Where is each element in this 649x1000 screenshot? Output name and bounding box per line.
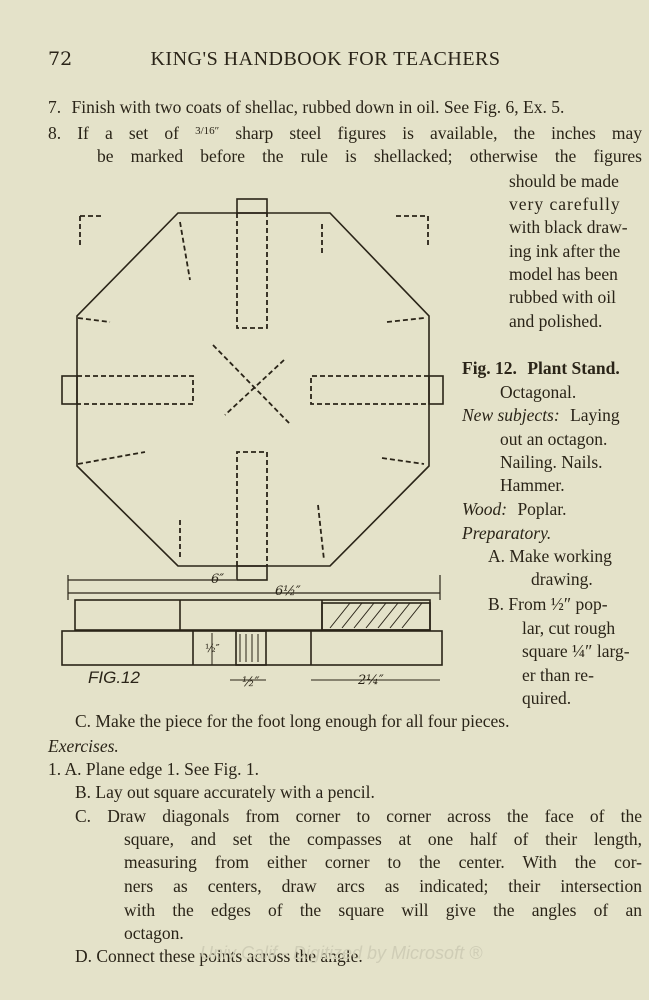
dim-6-half: 6½″ xyxy=(275,584,301,599)
top-cleat-hidden xyxy=(236,213,268,329)
ex-1d: D. Connect these points across the angle… xyxy=(75,946,363,966)
right-tab xyxy=(428,375,444,405)
step-8-line-4: very carefully xyxy=(509,194,621,214)
ex-1c-3: measuring from either corner to the cent… xyxy=(124,852,642,872)
new-subjects-line-3: Nailing. Nails. xyxy=(500,452,603,472)
elevation-cleat-hatched xyxy=(321,602,431,631)
running-title: KING'S HANDBOOK FOR TEACHERS xyxy=(150,48,501,70)
wood: Wood: Poplar. xyxy=(462,499,567,519)
prep-a-1: A. Make working xyxy=(488,546,612,566)
exercises-heading: Exercises. xyxy=(48,736,119,756)
dim-small: ½″ xyxy=(205,642,220,655)
page-number: 72 xyxy=(48,48,73,70)
prep-c: C. Make the piece for the foot long enou… xyxy=(75,711,510,731)
step-8-line-5: with black draw- xyxy=(509,217,628,237)
ex-1c-4: ners as centers, draw arcs as indicated;… xyxy=(124,876,642,896)
step-8: 8. If a set of 3/16″ sharp steel figures… xyxy=(48,123,643,143)
bottom-cleat-hidden xyxy=(236,451,268,566)
step-8-line-8: rubbed with oil xyxy=(509,287,616,307)
ex-1c-1: C. Draw diagonals from corner to corner … xyxy=(75,806,642,826)
new-subjects-line-2: out an octagon. xyxy=(500,429,608,449)
prep-b-2: lar, cut rough xyxy=(522,618,616,638)
fig-caption: Fig. 12. Plant Stand. xyxy=(462,358,620,378)
prep-b-1: B. From ½″ pop- xyxy=(488,594,608,614)
dim-6: 6″ xyxy=(211,572,224,587)
left-tab xyxy=(61,375,78,405)
prep-b-3: square ¼″ larg- xyxy=(522,641,630,661)
ex-1c-6: octagon. xyxy=(124,923,184,943)
prep-a-2: drawing. xyxy=(531,569,593,589)
ex-1c-5: with the edges of the square will give t… xyxy=(124,900,642,920)
ex-1a: 1. A. Plane edge 1. See Fig. 1. xyxy=(48,759,259,779)
dim-bottom-2quarter: 2¼″ xyxy=(357,673,384,688)
arc-top-right xyxy=(396,215,429,246)
left-cleat-hidden xyxy=(77,375,194,405)
bottom-tab xyxy=(236,565,268,581)
step-8-line-9: and polished. xyxy=(509,311,603,331)
step-8-line-7: model has been xyxy=(509,264,618,284)
arc-top-left xyxy=(79,215,102,246)
step-7: 7. Finish with two coats of shellac, rub… xyxy=(48,97,565,117)
running-header: 72 KING'S HANDBOOK FOR TEACHERS xyxy=(48,48,603,74)
ex-1b: B. Lay out square accurately with a penc… xyxy=(75,782,375,802)
new-subjects-line-4: Hammer. xyxy=(500,475,565,495)
elevation-foot-block xyxy=(235,630,267,666)
step-8-line-6: ing ink after the xyxy=(509,241,621,261)
prep-b-5: quired. xyxy=(522,688,572,708)
dim-bottom-half: ½″ xyxy=(242,675,260,690)
diagonal-2 xyxy=(224,359,285,416)
prep-b-4: er than re- xyxy=(522,665,594,685)
diagonal-1 xyxy=(212,344,291,425)
preparatory: Preparatory. xyxy=(462,523,552,543)
fig-subtitle: Octagonal. xyxy=(500,382,577,402)
watermark: Univ Calif - Digitized by Microsoft ® xyxy=(200,943,483,963)
top-tab xyxy=(236,198,268,214)
step-8-line-3: should be made xyxy=(509,171,619,191)
new-subjects: New subjects: Laying xyxy=(462,405,620,425)
octagon-outline xyxy=(76,212,430,567)
step-8-line-2: be marked before the rule is shellacked;… xyxy=(97,146,642,166)
right-cleat-hidden xyxy=(310,375,429,405)
ex-1c-2: square, and set the compasses at one hal… xyxy=(124,829,642,849)
fig-label: FIG.12 xyxy=(88,668,141,687)
